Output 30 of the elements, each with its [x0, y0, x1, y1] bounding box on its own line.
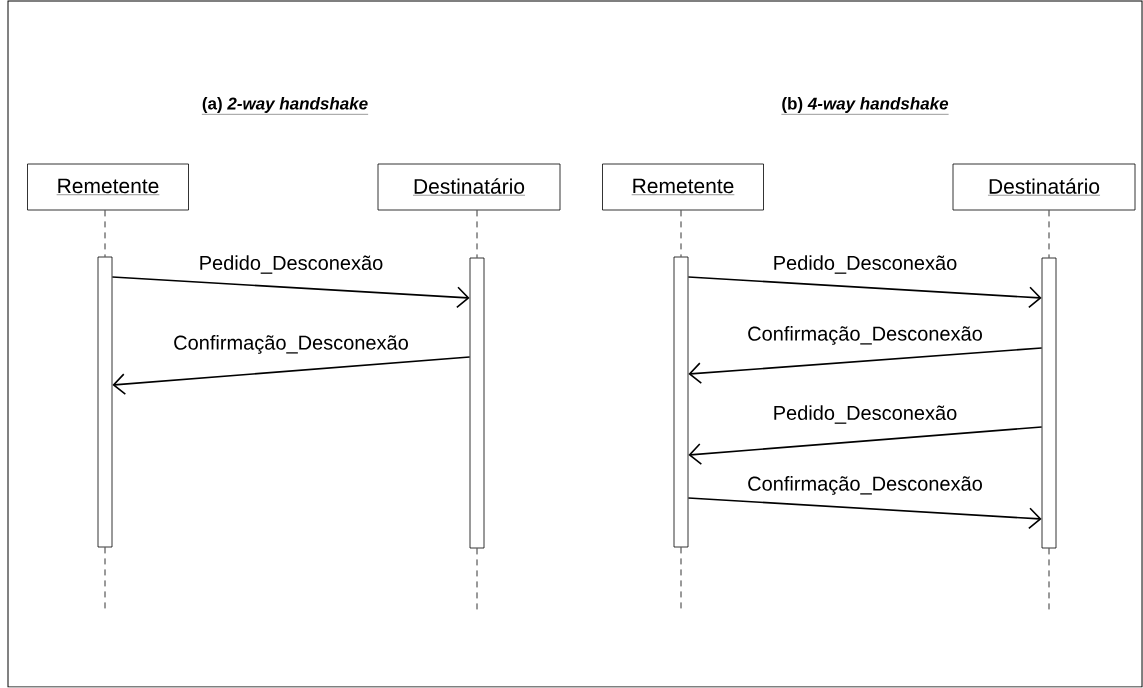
message-arrow	[687, 497, 1042, 530]
lifeline	[680, 210, 682, 257]
activation-bar	[97, 256, 113, 548]
lifeline	[104, 210, 106, 257]
object-box: Remetente	[27, 163, 189, 211]
message-label: Pedido_Desconexão	[197, 254, 385, 275]
lifeline	[104, 547, 106, 611]
message-arrow	[688, 426, 1043, 465]
object-box: Destinatário	[377, 163, 561, 211]
lifeline	[476, 210, 478, 258]
object-box: Remetente	[602, 163, 764, 211]
activation-bar	[673, 256, 689, 548]
message-label: Pedido_Desconexão	[771, 404, 959, 425]
message-label: Confirmação_Desconexão	[746, 475, 984, 496]
panel-title: (b) 4-way handshake	[781, 97, 949, 115]
message-arrow	[687, 276, 1042, 309]
panel-title: (a) 2-way handshake	[201, 97, 369, 115]
lifeline	[1048, 548, 1050, 612]
lifeline	[680, 547, 682, 611]
activation-bar	[469, 257, 485, 549]
activation-bar	[1041, 257, 1057, 549]
message-label: Confirmação_Desconexão	[172, 334, 410, 355]
message-label: Pedido_Desconexão	[771, 254, 959, 275]
lifeline	[1048, 210, 1050, 258]
message-arrow	[111, 276, 470, 309]
message-arrow	[688, 347, 1043, 384]
message-arrow	[112, 356, 471, 395]
object-box: Destinatário	[952, 163, 1136, 211]
lifeline	[476, 548, 478, 612]
message-label: Confirmação_Desconexão	[746, 325, 984, 346]
